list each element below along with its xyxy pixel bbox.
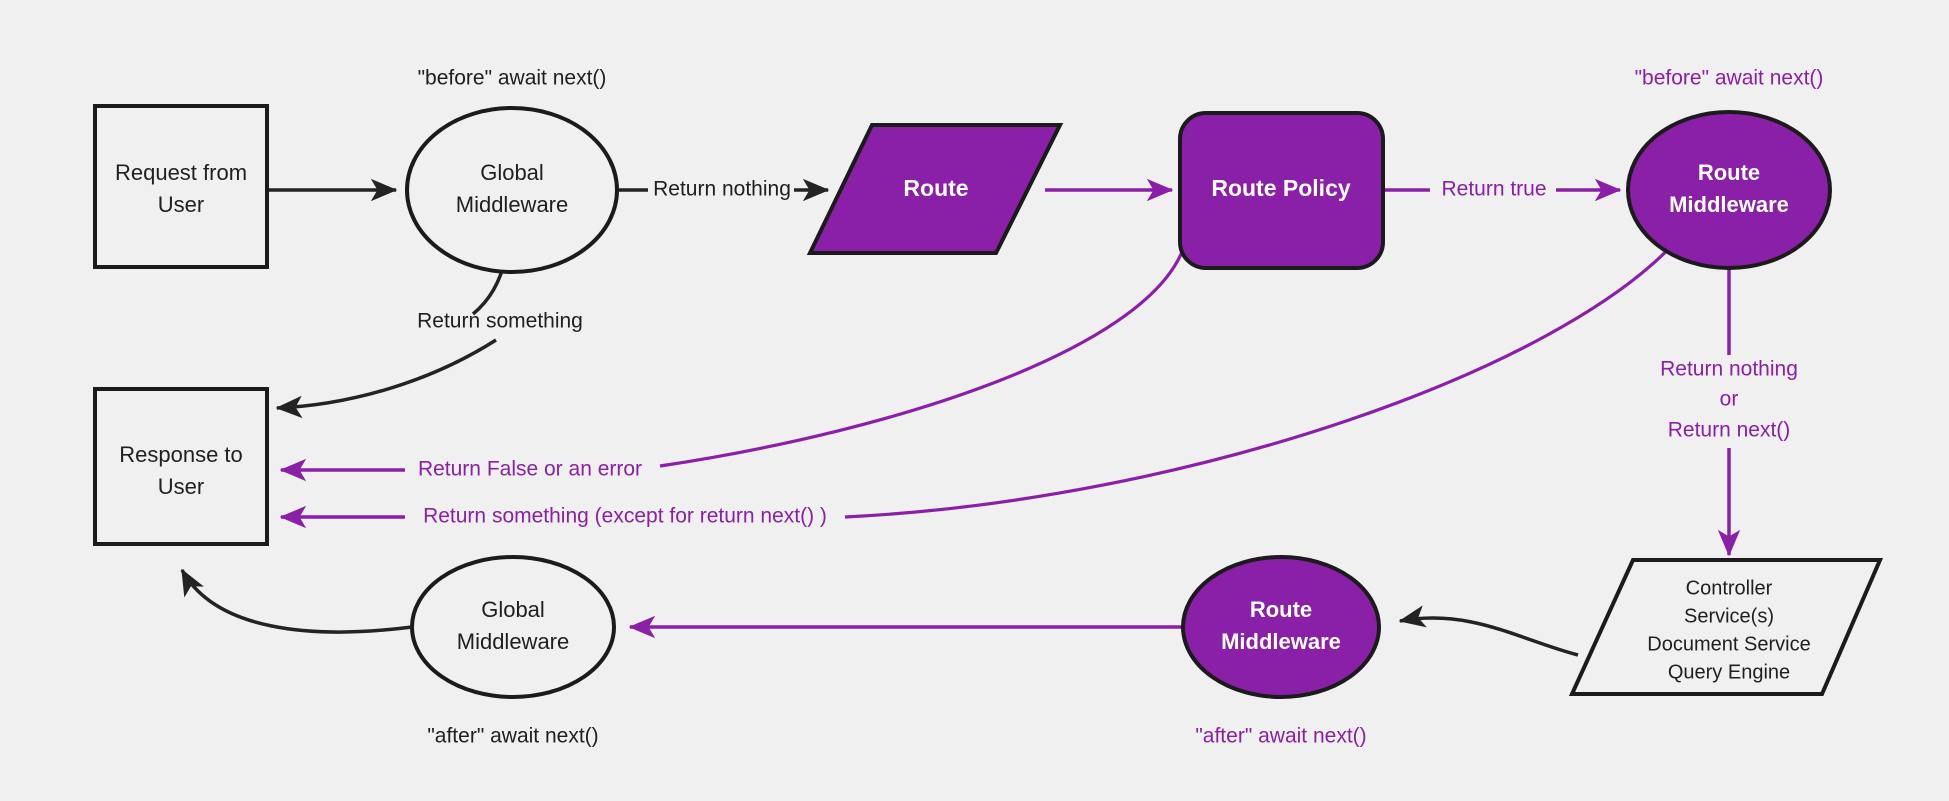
edge-label-return-false-or-error: Return False or an error <box>418 458 642 481</box>
node-route-middleware-top[interactable]: Route Middleware <box>1626 110 1832 270</box>
controller-label-line4: Query Engine <box>1668 661 1790 683</box>
controller-label-line2: Service(s) <box>1684 605 1774 627</box>
controller-label-line1: Controller <box>1686 577 1773 599</box>
response-box <box>93 387 269 546</box>
node-request-from-user[interactable]: Request from User <box>93 104 269 269</box>
node-global-middleware-bottom[interactable]: Global Middleware <box>410 555 616 699</box>
node-route[interactable]: Route <box>806 123 1064 255</box>
request-label-line2: User <box>158 192 204 217</box>
node-controller-services[interactable]: Controller Service(s) Document Service Q… <box>1568 558 1884 696</box>
edge-label-return-nothing-or-line1: Return nothing <box>1660 358 1798 381</box>
request-box <box>93 104 269 269</box>
route-policy-box <box>1178 111 1385 270</box>
global-middleware-bottom-label-line1: Global <box>481 597 545 622</box>
response-label-line2: User <box>158 474 204 499</box>
edge-route-middleware-return-something-curve <box>844 238 1679 519</box>
controller-label-line3: Document Service <box>1647 633 1810 655</box>
route-middleware-top-ellipse <box>1626 110 1832 270</box>
route-middleware-bottom-label-line1: Route <box>1250 597 1312 622</box>
node-route-policy[interactable]: Route Policy <box>1178 111 1385 270</box>
route-middleware-bottom-ellipse <box>1181 555 1381 699</box>
edge-label-return-true: Return true <box>1441 178 1546 201</box>
global-middleware-bottom-label-line2: Middleware <box>457 629 570 654</box>
edge-label-return-nothing: Return nothing <box>653 178 791 201</box>
route-middleware-top-label-line2: Middleware <box>1669 192 1789 217</box>
edge-label-return-something: Return something <box>417 310 583 333</box>
controller-parallelogram <box>1568 558 1884 696</box>
route-middleware-top-label-line1: Route <box>1698 160 1760 185</box>
route-policy-label: Route Policy <box>1211 175 1351 201</box>
edge-route-policy-return-false-curve <box>659 251 1184 468</box>
request-label-line1: Request from <box>115 160 247 185</box>
global-middleware-top-ellipse <box>405 106 619 274</box>
edge-global-middleware-bottom-to-response <box>180 568 413 634</box>
response-label-line1: Response to <box>119 442 243 467</box>
node-global-middleware-top[interactable]: Global Middleware <box>405 106 619 274</box>
global-middleware-bottom-ellipse <box>410 555 616 699</box>
route-label: Route <box>903 175 968 201</box>
edge-label-return-nothing-or-line3: Return next() <box>1668 419 1791 442</box>
annotation-after-await-next-route: "after" await next() <box>1195 725 1366 748</box>
annotation-before-await-next-route: "before" await next() <box>1635 67 1824 90</box>
edge-controller-to-route-middleware-bottom <box>1398 605 1579 657</box>
edge-label-return-nothing-or-line2: or <box>1720 388 1739 411</box>
node-response-to-user[interactable]: Response to User <box>93 387 269 546</box>
node-route-middleware-bottom[interactable]: Route Middleware <box>1181 555 1381 699</box>
edge-global-middleware-return-something-lower <box>275 338 497 419</box>
global-middleware-top-label-line2: Middleware <box>456 192 569 217</box>
route-parallelogram <box>806 123 1064 255</box>
edge-label-return-something-except: Return something (except for return next… <box>423 505 827 528</box>
route-middleware-bottom-label-line2: Middleware <box>1221 629 1341 654</box>
annotation-after-await-next-global: "after" await next() <box>427 725 598 748</box>
global-middleware-top-label-line1: Global <box>480 160 544 185</box>
annotation-before-await-next-global: "before" await next() <box>418 67 607 90</box>
